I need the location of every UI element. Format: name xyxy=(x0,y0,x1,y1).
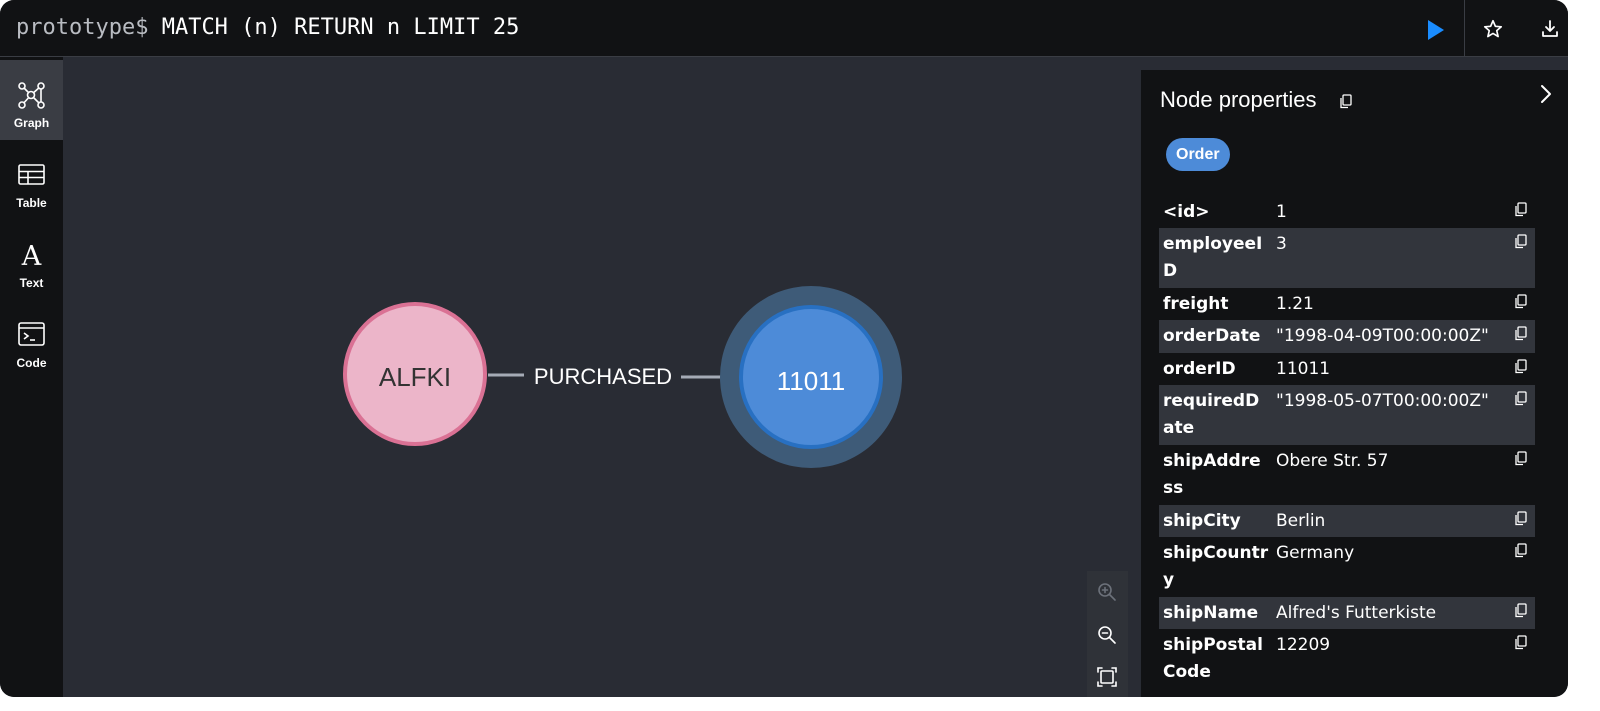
property-row: shipCountry Germany xyxy=(1159,537,1535,597)
copy-icon[interactable] xyxy=(1514,635,1527,650)
tab-text[interactable]: A Text xyxy=(0,220,63,300)
text-icon: A xyxy=(21,241,42,270)
copy-icon[interactable] xyxy=(1514,391,1527,406)
query-text[interactable]: MATCH (n) RETURN n LIMIT 25 xyxy=(161,15,520,40)
property-row: shipCity Berlin xyxy=(1159,505,1535,537)
property-key: orderDate xyxy=(1163,326,1261,346)
query-prompt: prototype$ xyxy=(16,15,149,40)
property-key: shipCountry xyxy=(1163,543,1269,590)
property-row: orderDate "1998-04-09T00:00:00Z" xyxy=(1159,320,1535,353)
graph-icon xyxy=(18,82,45,109)
copy-icon[interactable] xyxy=(1339,94,1352,109)
tab-graph-label: Graph xyxy=(13,116,50,130)
property-value: 1.21 xyxy=(1276,294,1314,314)
node-11011[interactable]: 11011 xyxy=(720,286,902,468)
property-value: Berlin xyxy=(1276,511,1326,531)
property-value: 11011 xyxy=(1276,359,1331,379)
copy-icon[interactable] xyxy=(1514,451,1527,466)
node-label-badge[interactable]: Order xyxy=(1166,138,1230,171)
tab-code[interactable]: Code xyxy=(0,300,63,380)
property-row: orderID 11011 xyxy=(1159,353,1535,385)
node-circle xyxy=(739,305,883,449)
property-row: shipName Alfred's Futterkiste xyxy=(1159,597,1535,629)
property-value: 3 xyxy=(1276,234,1287,254)
relationship-label: PURCHASED xyxy=(534,364,672,389)
property-key: <id> xyxy=(1163,202,1210,222)
tab-code-label: Code xyxy=(16,356,47,370)
copy-icon[interactable] xyxy=(1514,326,1527,341)
property-row: <id> 1 xyxy=(1159,196,1535,228)
properties-table: <id> 1 employeeID 3 freight 1.21 orderDa… xyxy=(1159,196,1535,689)
copy-icon[interactable] xyxy=(1514,603,1527,618)
property-key: requiredDate xyxy=(1163,391,1260,438)
tab-graph[interactable]: Graph xyxy=(0,60,63,140)
copy-icon[interactable] xyxy=(1514,202,1527,217)
node-caption: ALFKI xyxy=(379,362,451,392)
property-row: requiredDate "1998-05-07T00:00:00Z" xyxy=(1159,385,1535,445)
zoom-out-icon[interactable] xyxy=(1096,624,1118,646)
property-key: orderID xyxy=(1163,359,1236,379)
zoom-controls xyxy=(1087,571,1128,697)
property-key: employeeID xyxy=(1163,234,1263,281)
property-key: shipPostalCode xyxy=(1163,635,1263,682)
node-circle xyxy=(343,302,487,446)
node-alfki[interactable]: ALFKI xyxy=(343,302,487,446)
property-value: Germany xyxy=(1276,543,1355,563)
property-value: "1998-04-09T00:00:00Z" xyxy=(1276,326,1489,346)
download-icon[interactable] xyxy=(1540,18,1560,40)
property-row: shipAddress Obere Str. 57 xyxy=(1159,445,1535,505)
chevron-right-icon[interactable] xyxy=(1537,82,1555,106)
copy-icon[interactable] xyxy=(1514,234,1527,249)
node-caption: 11011 xyxy=(777,366,845,396)
toolbar-divider xyxy=(1464,0,1465,57)
table-icon xyxy=(18,164,45,185)
property-value: Alfred's Futterkiste xyxy=(1276,603,1437,623)
code-icon xyxy=(18,322,45,346)
star-icon[interactable] xyxy=(1482,18,1504,40)
property-value: "1998-05-07T00:00:00Z" xyxy=(1276,391,1489,411)
query-editor[interactable]: prototype$ MATCH (n) RETURN n LIMIT 25 xyxy=(16,12,519,44)
tab-table-label: Table xyxy=(16,196,47,210)
zoom-in-icon[interactable] xyxy=(1096,581,1118,603)
property-row: shipPostalCode 12209 xyxy=(1159,629,1535,689)
relationship-purchased[interactable]: PURCHASED xyxy=(488,364,741,389)
browser-result-frame: prototype$ MATCH (n) RETURN n LIMIT 25 xyxy=(0,0,1568,697)
property-row: employeeID 3 xyxy=(1159,228,1535,288)
fit-to-screen-icon[interactable] xyxy=(1096,666,1118,688)
property-row: freight 1.21 xyxy=(1159,288,1535,320)
property-key: shipCity xyxy=(1163,511,1241,531)
view-sidebar: Graph Table A Text xyxy=(0,57,63,697)
svg-text:A: A xyxy=(21,241,42,270)
copy-icon[interactable] xyxy=(1514,294,1527,309)
tab-table[interactable]: Table xyxy=(0,140,63,220)
node-properties-panel: Node properties Order <id> 1 employeeID … xyxy=(1141,70,1568,697)
panel-title: Node properties xyxy=(1160,87,1317,112)
property-value: 1 xyxy=(1276,202,1287,222)
copy-icon[interactable] xyxy=(1514,543,1527,558)
play-icon[interactable] xyxy=(1422,17,1448,43)
property-key: shipName xyxy=(1163,603,1259,623)
copy-icon[interactable] xyxy=(1514,359,1527,374)
graph-canvas[interactable]: PURCHASED ALFKI 11011 xyxy=(63,57,1141,697)
tab-text-label: Text xyxy=(19,276,44,290)
query-bar: prototype$ MATCH (n) RETURN n LIMIT 25 xyxy=(0,0,1568,57)
copy-icon[interactable] xyxy=(1514,511,1527,526)
property-key: shipAddress xyxy=(1163,451,1261,498)
property-key: freight xyxy=(1163,294,1229,314)
property-value: 12209 xyxy=(1276,635,1331,655)
property-value: Obere Str. 57 xyxy=(1276,451,1389,471)
